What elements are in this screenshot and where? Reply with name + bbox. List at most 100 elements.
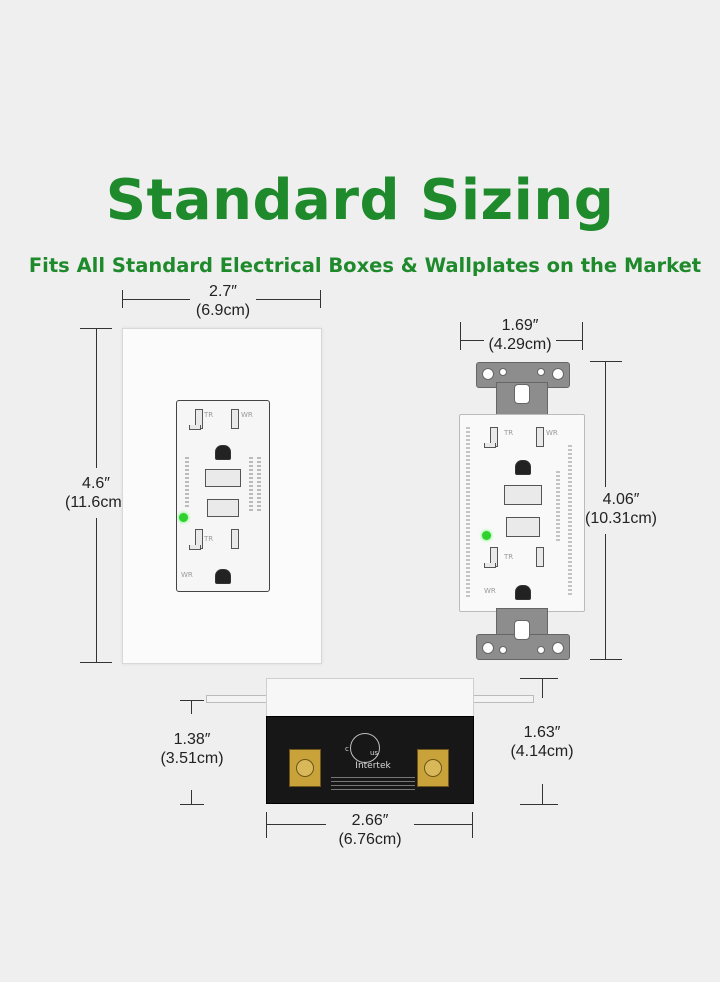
receptacle-height-label: 4.06″ (10.31cm) bbox=[578, 490, 664, 528]
dimension-tick bbox=[320, 290, 321, 308]
dimension-line bbox=[122, 299, 190, 300]
wallplate: TR WR TR WR bbox=[122, 328, 322, 664]
reset-button[interactable] bbox=[504, 485, 542, 505]
imperial-value: 2.7″ bbox=[209, 283, 237, 300]
ground-hole bbox=[215, 445, 231, 460]
dimension-line bbox=[191, 790, 192, 804]
test-button[interactable] bbox=[207, 499, 239, 517]
wr-mark: WR bbox=[181, 571, 193, 579]
screw-icon bbox=[424, 759, 442, 777]
face-text bbox=[249, 457, 253, 513]
dimension-tick bbox=[582, 322, 583, 350]
dimension-line bbox=[460, 340, 484, 341]
tr-mark: TR bbox=[204, 411, 214, 419]
ul-listing-icon bbox=[350, 733, 380, 763]
strap-hole bbox=[552, 642, 564, 654]
page-title: Standard Sizing bbox=[105, 168, 615, 233]
dimension-line bbox=[605, 534, 606, 659]
strap-hole bbox=[537, 646, 545, 654]
plate-height-label: 4.6″ (11.6cm) bbox=[50, 474, 142, 512]
imperial-value: 1.38″ bbox=[173, 731, 211, 748]
dimension-line bbox=[96, 518, 97, 662]
dimension-tick bbox=[520, 804, 558, 805]
dimension-line bbox=[266, 824, 326, 825]
dimension-tick bbox=[180, 804, 204, 805]
dimension-line bbox=[96, 328, 97, 468]
strap-hole bbox=[537, 368, 545, 376]
metric-value: (6.76cm) bbox=[338, 831, 402, 848]
dimension-line bbox=[256, 299, 320, 300]
dimension-line bbox=[542, 784, 543, 804]
dimension-line bbox=[191, 700, 192, 714]
face-text bbox=[185, 457, 189, 507]
metric-value: (11.6cm) bbox=[65, 494, 127, 511]
slot-t-bar bbox=[189, 545, 201, 550]
strap-hole bbox=[514, 620, 530, 640]
dimension-line bbox=[414, 824, 472, 825]
body-width-label: 2.66″ (6.76cm) bbox=[326, 811, 414, 849]
dimension-tick bbox=[80, 662, 112, 663]
strap-hole bbox=[499, 368, 507, 376]
hot-slot bbox=[231, 409, 239, 429]
dimension-tick bbox=[520, 678, 558, 679]
imperial-value: 4.06″ bbox=[602, 491, 640, 508]
hot-slot bbox=[536, 427, 544, 447]
hot-slot bbox=[231, 529, 239, 549]
imperial-value: 2.66″ bbox=[351, 812, 389, 829]
dimension-line bbox=[542, 678, 543, 698]
tr-mark: TR bbox=[204, 535, 214, 543]
imperial-value: 1.63″ bbox=[523, 724, 561, 741]
status-led-icon bbox=[482, 531, 491, 540]
slot-t-bar bbox=[484, 563, 496, 568]
wr-mark: WR bbox=[484, 587, 496, 595]
certifier-label: Intertek bbox=[355, 761, 391, 771]
metric-value: (10.31cm) bbox=[584, 510, 658, 527]
ul-c-mark: c bbox=[345, 745, 349, 753]
reset-button[interactable] bbox=[205, 469, 241, 487]
dimension-tick bbox=[460, 322, 461, 350]
imperial-value: 1.69″ bbox=[501, 317, 539, 334]
dimension-tick bbox=[472, 812, 473, 838]
dimension-line bbox=[556, 340, 582, 341]
metric-value: (4.14cm) bbox=[510, 743, 574, 760]
imperial-value: 4.6″ bbox=[82, 475, 110, 492]
metric-value: (4.29cm) bbox=[488, 336, 552, 353]
wr-mark: WR bbox=[241, 411, 253, 419]
strap-hole bbox=[482, 368, 494, 380]
receptacle-face: TR WR TR WR bbox=[176, 400, 270, 592]
face-text bbox=[257, 457, 261, 513]
slot-t-bar bbox=[189, 425, 201, 430]
total-depth-label: 1.63″ (4.14cm) bbox=[500, 723, 584, 761]
hot-slot bbox=[536, 547, 544, 567]
receptacle-width-label: 1.69″ (4.29cm) bbox=[484, 316, 556, 354]
fine-print bbox=[331, 777, 415, 793]
metric-value: (3.51cm) bbox=[160, 750, 224, 767]
strap-hole bbox=[552, 368, 564, 380]
receptacle-body: TR WR TR WR bbox=[459, 414, 585, 612]
side-strap-left bbox=[206, 695, 270, 703]
dimension-tick bbox=[590, 361, 622, 362]
dimension-tick bbox=[266, 812, 267, 838]
body-depth-label: 1.38″ (3.51cm) bbox=[150, 730, 234, 768]
dimension-tick bbox=[180, 700, 204, 701]
face-text bbox=[556, 471, 560, 541]
wr-mark: WR bbox=[546, 429, 558, 437]
terminal-right bbox=[417, 749, 449, 787]
ground-hole bbox=[515, 460, 531, 475]
ground-hole bbox=[215, 569, 231, 584]
strap-hole bbox=[482, 642, 494, 654]
face-text bbox=[466, 427, 470, 597]
status-led-icon bbox=[179, 513, 188, 522]
side-face-cover bbox=[266, 678, 474, 720]
side-strap-right bbox=[470, 695, 534, 703]
slot-t-bar bbox=[484, 443, 496, 448]
strap-hole bbox=[499, 646, 507, 654]
test-button[interactable] bbox=[506, 517, 540, 537]
dimension-line bbox=[605, 361, 606, 487]
tr-mark: TR bbox=[504, 429, 514, 437]
tr-mark: TR bbox=[504, 553, 514, 561]
metric-value: (6.9cm) bbox=[195, 302, 251, 319]
plate-width-label: 2.7″ (6.9cm) bbox=[190, 282, 256, 320]
terminal-left bbox=[289, 749, 321, 787]
